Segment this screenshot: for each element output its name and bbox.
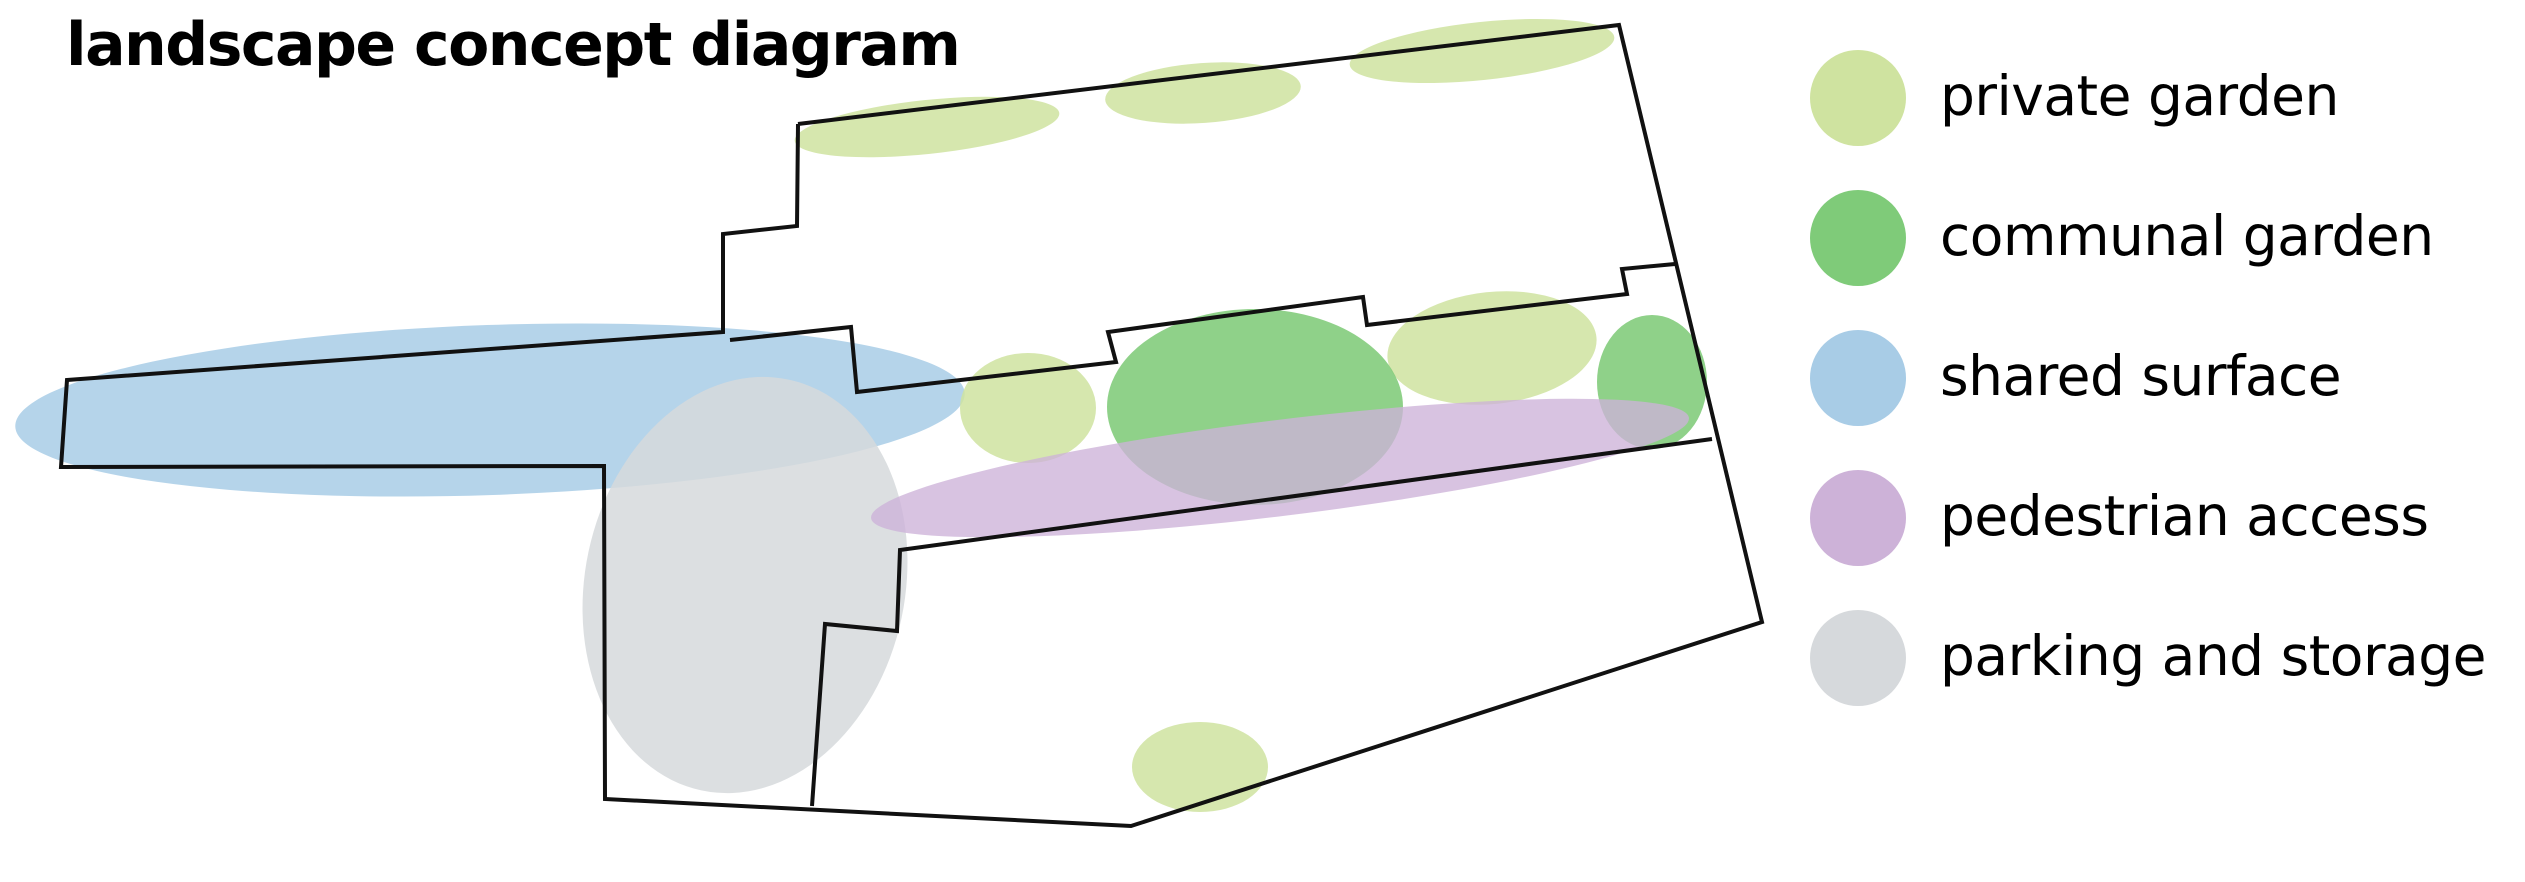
legend: private garden communal garden shared su…	[1810, 50, 2510, 750]
diagram-title: landscape concept diagram	[66, 10, 961, 80]
legend-swatch-shared-surface	[1810, 330, 1906, 426]
legend-item-pedestrian-access: pedestrian access	[1810, 470, 2510, 610]
legend-label-private-garden: private garden	[1940, 64, 2339, 128]
legend-item-communal-garden: communal garden	[1810, 190, 2510, 330]
legend-label-parking-and-storage: parking and storage	[1940, 624, 2487, 688]
legend-swatch-pedestrian-access	[1810, 470, 1906, 566]
site-outline	[58, 22, 1765, 829]
legend-item-private-garden: private garden	[1810, 50, 2510, 190]
zone-private-garden-4	[960, 353, 1096, 463]
legend-label-pedestrian-access: pedestrian access	[1940, 484, 2429, 548]
legend-swatch-communal-garden	[1810, 190, 1906, 286]
zone-parking-and-storage	[582, 376, 908, 794]
legend-item-parking-and-storage: parking and storage	[1810, 610, 2510, 750]
legend-swatch-parking-and-storage	[1810, 610, 1906, 706]
zone-private-garden-2	[1105, 62, 1301, 124]
zone-pedestrian-access	[871, 398, 1689, 538]
zone-private-garden-5	[1387, 291, 1597, 405]
zone-private-garden-1	[794, 96, 1060, 158]
legend-label-communal-garden: communal garden	[1940, 204, 2434, 268]
internal-boundary-lower	[810, 437, 1713, 807]
internal-boundary-upper	[729, 262, 1676, 395]
legend-item-shared-surface: shared surface	[1810, 330, 2510, 470]
legend-swatch-private-garden	[1810, 50, 1906, 146]
zone-private-garden-6	[1132, 722, 1268, 812]
legend-label-shared-surface: shared surface	[1940, 344, 2342, 408]
